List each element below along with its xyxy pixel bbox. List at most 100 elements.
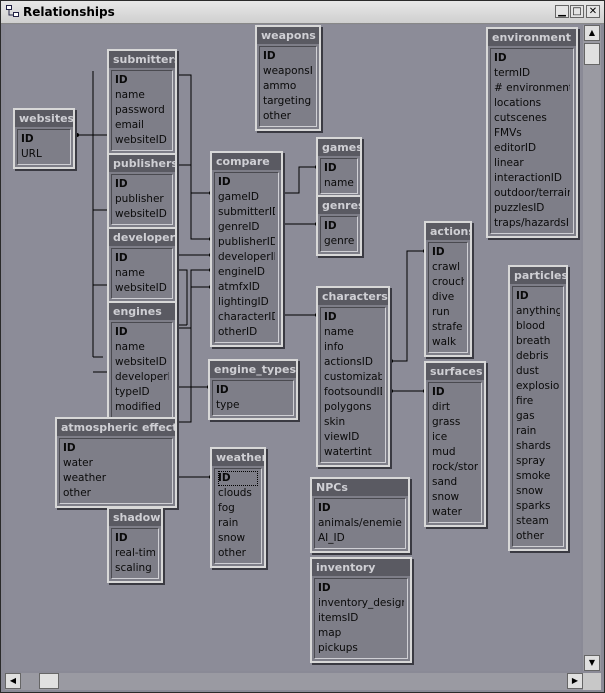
- field-item[interactable]: websiteID: [115, 208, 167, 220]
- field-item[interactable]: linear: [494, 157, 524, 169]
- field-item[interactable]: viewID: [324, 431, 360, 443]
- size-grip[interactable]: [583, 673, 601, 690]
- field-item[interactable]: name: [115, 341, 145, 353]
- primary-key-field[interactable]: ID: [63, 442, 76, 454]
- field-item[interactable]: websiteID: [115, 134, 167, 146]
- primary-key-field[interactable]: ID: [115, 532, 128, 544]
- field-item[interactable]: email: [115, 119, 144, 131]
- primary-key-field[interactable]: ID: [324, 220, 337, 232]
- table-title[interactable]: inventory: [312, 559, 410, 576]
- field-item[interactable]: developerID: [115, 371, 169, 383]
- field-list[interactable]: IDweaponsIDammotargetingother: [259, 46, 317, 127]
- primary-key-field[interactable]: ID: [115, 74, 128, 86]
- field-item[interactable]: ice: [432, 431, 448, 443]
- table-characters[interactable]: charactersIDnameinfoactionsIDcustomizabl…: [316, 286, 390, 467]
- vertical-scrollbar[interactable]: ▲ ▼: [583, 25, 601, 671]
- field-item[interactable]: pickups: [318, 642, 358, 654]
- primary-key-field[interactable]: ID: [494, 52, 507, 64]
- field-item[interactable]: publisher: [115, 193, 164, 205]
- primary-key-field[interactable]: ID: [318, 502, 331, 514]
- primary-key-field[interactable]: ID: [263, 50, 276, 62]
- field-item[interactable]: submitterID: [218, 206, 275, 218]
- table-title[interactable]: NPCs: [312, 479, 408, 496]
- field-item[interactable]: editorID: [494, 142, 537, 154]
- field-item[interactable]: URL: [21, 148, 42, 160]
- field-item[interactable]: cutscenes: [494, 112, 547, 124]
- field-item[interactable]: animals/enemiesID: [318, 517, 402, 529]
- field-list[interactable]: ID publisher websiteID: [111, 174, 173, 225]
- table-title[interactable]: particles: [510, 267, 566, 284]
- maximize-button[interactable]: □: [570, 5, 584, 18]
- scroll-down-button[interactable]: ▼: [584, 655, 600, 671]
- field-item[interactable]: strafe: [432, 321, 463, 333]
- table-title[interactable]: submitters: [109, 51, 175, 68]
- field-item[interactable]: snow: [432, 491, 460, 503]
- field-item[interactable]: info: [324, 341, 344, 353]
- field-item[interactable]: password: [115, 104, 165, 116]
- field-item[interactable]: name: [324, 177, 354, 189]
- table-title[interactable]: websites: [15, 110, 73, 127]
- field-item[interactable]: crawl: [432, 261, 461, 273]
- field-item[interactable]: rain: [218, 517, 239, 529]
- field-list[interactable]: IDanythingbloodbreathdebrisdustexplosion…: [512, 286, 564, 547]
- field-item[interactable]: map: [318, 627, 342, 639]
- field-item[interactable]: type: [216, 399, 240, 411]
- field-item[interactable]: websiteID: [115, 356, 167, 368]
- field-item[interactable]: polygons: [324, 401, 372, 413]
- field-item[interactable]: spray: [516, 455, 546, 467]
- field-item[interactable]: puzzlesID: [494, 202, 545, 214]
- field-item[interactable]: modified: [115, 401, 161, 413]
- table-title[interactable]: weather: [212, 449, 264, 466]
- field-item[interactable]: name: [115, 89, 145, 101]
- field-item[interactable]: fire: [516, 395, 534, 407]
- field-list[interactable]: ID name websiteID: [111, 248, 173, 299]
- horizontal-scrollbar[interactable]: ◀ ▶: [5, 673, 583, 690]
- field-item[interactable]: dive: [432, 291, 455, 303]
- field-item[interactable]: watertint: [324, 446, 372, 458]
- field-item[interactable]: dirt: [432, 401, 451, 413]
- table-title[interactable]: actions: [426, 223, 470, 240]
- field-item[interactable]: actionsID: [324, 356, 373, 368]
- field-item[interactable]: otherID: [218, 326, 258, 338]
- table-title[interactable]: environment: [488, 29, 576, 46]
- field-item[interactable]: fog: [218, 502, 235, 514]
- field-item[interactable]: scaling: [115, 562, 152, 574]
- field-item[interactable]: characterID: [218, 311, 275, 323]
- minimize-button[interactable]: ▁: [555, 5, 569, 18]
- field-item[interactable]: inventory_designID: [318, 597, 404, 609]
- primary-key-field[interactable]: ID: [432, 246, 445, 258]
- primary-key-field[interactable]: ID: [115, 178, 128, 190]
- field-item[interactable]: # environments: [494, 82, 570, 94]
- title-bar[interactable]: Relationships ▁ □ ✕: [1, 1, 604, 24]
- field-item[interactable]: walk: [432, 336, 457, 348]
- table-inventory[interactable]: inventoryIDinventory_designIDitemsIDmapp…: [310, 557, 412, 663]
- table-title[interactable]: engine_types: [210, 361, 296, 378]
- field-item[interactable]: websiteID: [115, 282, 167, 294]
- field-item[interactable]: other: [263, 110, 291, 122]
- primary-key-field[interactable]: ID: [115, 252, 128, 264]
- field-item[interactable]: sparks: [516, 500, 551, 512]
- primary-key-field[interactable]: ID: [115, 326, 128, 338]
- field-item[interactable]: genreID: [218, 221, 260, 233]
- field-list[interactable]: ID name password email websiteID: [111, 70, 173, 151]
- field-item[interactable]: name: [115, 267, 145, 279]
- field-item[interactable]: AI_ID: [318, 532, 345, 544]
- field-item[interactable]: name: [324, 326, 354, 338]
- table-title[interactable]: engines: [109, 303, 175, 320]
- field-item[interactable]: footsoundID: [324, 386, 382, 398]
- field-item[interactable]: other: [218, 547, 246, 559]
- field-item[interactable]: other: [516, 530, 544, 542]
